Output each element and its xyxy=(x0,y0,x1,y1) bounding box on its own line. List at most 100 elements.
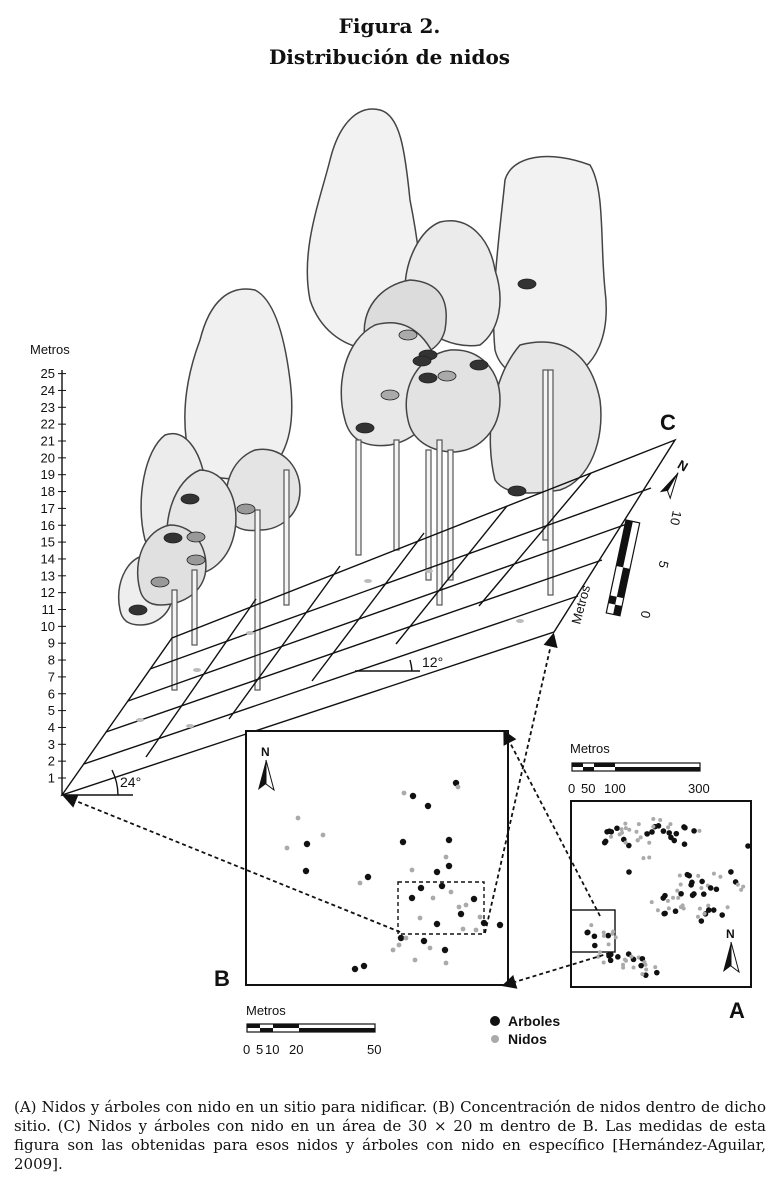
nest-dark xyxy=(418,372,438,384)
tree-point xyxy=(433,868,441,876)
height-tick-label: 14 xyxy=(41,551,55,566)
height-tick-label: 25 xyxy=(41,366,55,381)
nest-point xyxy=(412,957,418,963)
tree-point xyxy=(671,837,678,844)
nest-point xyxy=(621,965,626,970)
tree-point xyxy=(409,792,417,800)
tree-trunks xyxy=(171,369,554,691)
nest-point xyxy=(675,888,680,893)
tree-point xyxy=(673,830,680,837)
tree-point xyxy=(496,921,504,929)
legend-nests-label: Nidos xyxy=(508,1031,547,1047)
tree-point xyxy=(707,885,714,891)
nest-point xyxy=(623,826,628,831)
tree-point xyxy=(700,891,707,897)
grid-line xyxy=(228,565,341,720)
nest-point xyxy=(403,935,409,941)
nest-dark xyxy=(163,532,183,544)
nest-point xyxy=(697,906,702,911)
height-tick-label: 19 xyxy=(41,467,55,482)
tree-trunk xyxy=(171,589,178,691)
nest-point xyxy=(443,960,449,966)
tree-trunk xyxy=(436,439,443,606)
tree-nests xyxy=(128,278,537,616)
nest-point xyxy=(676,895,681,900)
svg-text:10: 10 xyxy=(265,1042,279,1057)
tree-point xyxy=(710,907,717,913)
nest-light xyxy=(186,531,206,543)
tree-point xyxy=(591,942,598,949)
nest-point xyxy=(739,887,744,892)
nest-point xyxy=(427,945,433,951)
legend-tree-marker xyxy=(490,1016,500,1026)
grid-line xyxy=(478,472,592,607)
tree-point xyxy=(649,829,655,835)
tree-point xyxy=(682,824,688,831)
tree-point xyxy=(626,869,632,875)
tree-point xyxy=(351,965,359,973)
nest-point xyxy=(601,933,606,938)
nest-light xyxy=(186,554,206,566)
height-tick-label: 18 xyxy=(41,484,55,499)
nest-dark xyxy=(180,493,200,505)
nest-point xyxy=(697,828,702,833)
tree-trunk xyxy=(425,449,432,581)
tree-point xyxy=(688,882,694,888)
nest-point xyxy=(699,886,704,891)
nest-dark xyxy=(507,485,527,497)
tree-point xyxy=(614,825,620,832)
height-axis-label: Metros xyxy=(30,342,70,357)
tree-canopies xyxy=(118,108,607,626)
panel-c-letter: C xyxy=(660,410,676,435)
legend-nest-marker xyxy=(491,1035,499,1043)
tree-point xyxy=(666,830,673,836)
nest-point xyxy=(589,923,594,928)
height-tick-label: 6 xyxy=(48,686,55,701)
tree-point xyxy=(713,886,720,893)
nest-point xyxy=(473,927,479,933)
nest-point xyxy=(597,950,602,955)
grid-line xyxy=(105,559,603,733)
grid-line xyxy=(395,505,508,645)
svg-text:5: 5 xyxy=(256,1042,263,1057)
tree-point xyxy=(399,838,407,846)
grid-line xyxy=(145,598,257,758)
tree-point xyxy=(606,828,613,835)
tree-trunk xyxy=(542,369,549,541)
tree-point xyxy=(661,910,667,917)
svg-text:100: 100 xyxy=(604,781,626,796)
tree-trunk xyxy=(447,449,454,581)
nest-point xyxy=(658,817,663,822)
nest-point xyxy=(601,930,606,935)
tree-trunk xyxy=(191,569,198,646)
nest-point xyxy=(666,906,671,911)
height-tick-label: 20 xyxy=(41,450,55,465)
nest-point xyxy=(711,871,716,876)
nest-point xyxy=(390,947,396,953)
tree-point xyxy=(417,884,425,892)
nest-point xyxy=(735,882,740,887)
panel-b-zoom-box xyxy=(397,881,485,935)
height-tick-label: 16 xyxy=(41,518,55,533)
tree-point xyxy=(397,934,405,942)
tree-point xyxy=(360,962,368,970)
nest-point xyxy=(608,834,613,839)
height-tick-label: 22 xyxy=(41,417,55,432)
nest-point xyxy=(678,882,683,887)
panel-b: N B xyxy=(214,730,509,991)
tree-point xyxy=(591,933,598,940)
nest-point xyxy=(651,824,656,829)
tree-point xyxy=(364,873,372,881)
panel-c-scale-tick: 10 xyxy=(667,509,685,526)
height-tick-label: 1 xyxy=(48,771,55,786)
nest-point xyxy=(695,914,700,919)
tree-trunk xyxy=(393,439,400,551)
grid-line xyxy=(83,595,579,765)
svg-text:N: N xyxy=(261,745,270,759)
nest-point xyxy=(396,942,402,948)
nest-point xyxy=(606,942,611,947)
nest-point xyxy=(678,905,683,910)
svg-text:300: 300 xyxy=(688,781,710,796)
nest-point xyxy=(655,908,660,913)
